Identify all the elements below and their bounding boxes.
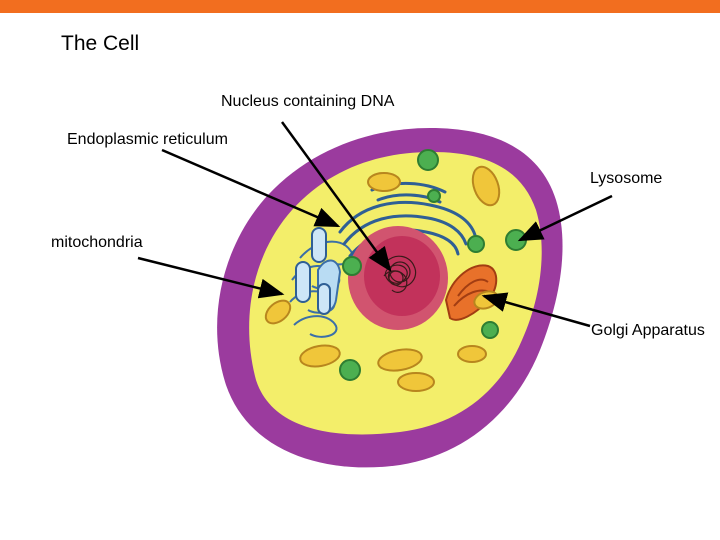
arrow-er [161, 148, 341, 228]
arrow-nucleus [280, 121, 392, 273]
golgi-apparatus [444, 264, 498, 321]
mitochondria-group [264, 165, 501, 392]
top-accent-bar [0, 0, 720, 13]
label-lysosome: Lysosome [590, 170, 663, 187]
arrow-lysosome [517, 194, 613, 242]
er-tubules [295, 227, 331, 315]
label-golgi-apparatus: Golgi Apparatus [591, 322, 705, 339]
slide-title: The Cell [61, 32, 140, 55]
label-endoplasmic-reticulum: Endoplasmic reticulum [67, 131, 228, 148]
arrow-mitochondria [137, 256, 285, 299]
annotation-arrows [137, 121, 613, 328]
label-mitochondria: mitochondria [51, 234, 143, 251]
label-nucleus: Nucleus containing DNA [221, 93, 395, 110]
arrow-golgi [481, 292, 591, 328]
